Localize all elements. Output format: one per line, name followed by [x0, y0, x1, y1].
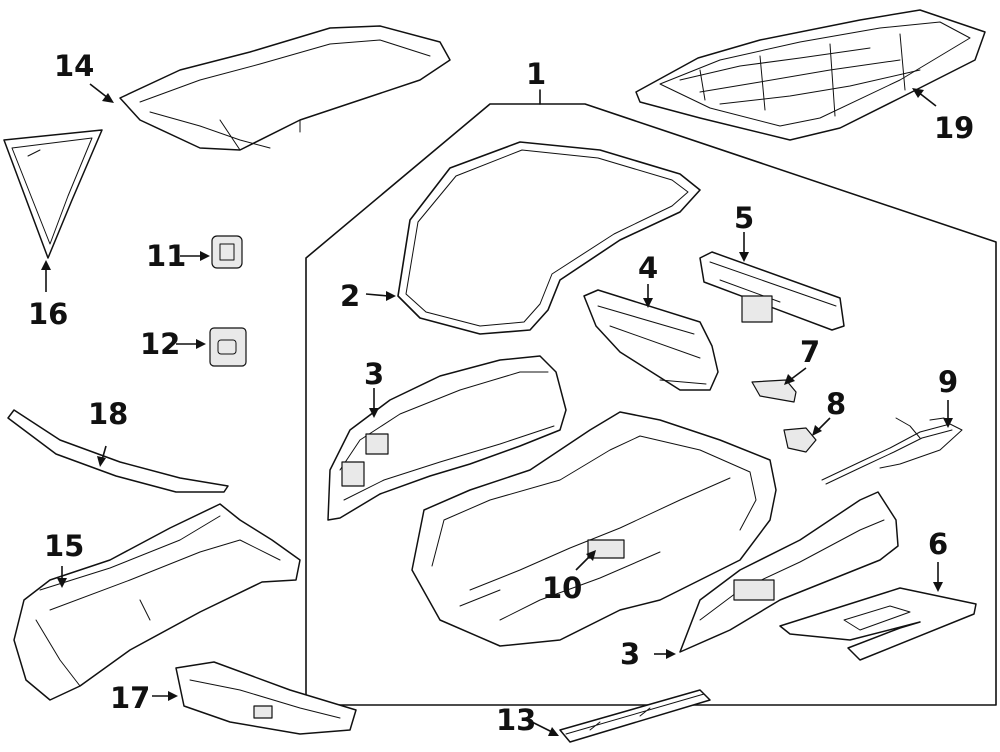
callout-5: 5 [734, 201, 754, 235]
part-12-clip [176, 327, 247, 367]
part-6-plate [779, 562, 977, 661]
part-2-seal [365, 141, 701, 335]
part-19-floor-panel [635, 9, 986, 141]
callout-6: 6 [928, 527, 948, 561]
part-11-grommet [180, 235, 243, 269]
part-13-rail [531, 689, 711, 743]
callout-19: 19 [934, 111, 974, 145]
part-3-side-trim-left [327, 355, 567, 521]
callout-7: 7 [800, 335, 820, 369]
callout-1: 1 [526, 57, 546, 91]
callout-14: 14 [54, 49, 94, 83]
callout-17: 17 [110, 681, 150, 715]
part-3-side-trim-right [654, 491, 899, 659]
callout-15: 15 [44, 529, 84, 563]
part-16-quarter-glass [3, 129, 103, 292]
part-4-bracket [583, 284, 719, 391]
part-18-weatherstrip [7, 409, 229, 493]
callout-18: 18 [88, 397, 128, 431]
callout-labels: 1 2 3 4 5 6 7 8 9 10 11 12 13 14 15 16 1… [28, 49, 974, 737]
callout-3-lower: 3 [620, 637, 640, 671]
part-14-trunk-panel [89, 25, 451, 151]
callout-10: 10 [542, 571, 582, 605]
assembly-1-boundary [305, 89, 997, 706]
callout-12: 12 [140, 327, 180, 361]
callout-4: 4 [638, 251, 658, 285]
callout-2: 2 [340, 279, 360, 313]
part-17-bracket [152, 661, 357, 735]
part-7-clip [751, 367, 807, 403]
part-15-side-panel [13, 503, 301, 701]
callout-9: 9 [938, 365, 958, 399]
part-9-harness [821, 400, 963, 485]
part-8-bracket [783, 417, 831, 453]
callout-3: 3 [364, 357, 384, 391]
callout-8: 8 [826, 387, 846, 421]
callout-16: 16 [28, 297, 68, 331]
callout-11: 11 [146, 239, 186, 273]
part-5-beam [699, 232, 845, 331]
callout-13: 13 [496, 703, 536, 737]
part-10-tub [411, 411, 777, 647]
